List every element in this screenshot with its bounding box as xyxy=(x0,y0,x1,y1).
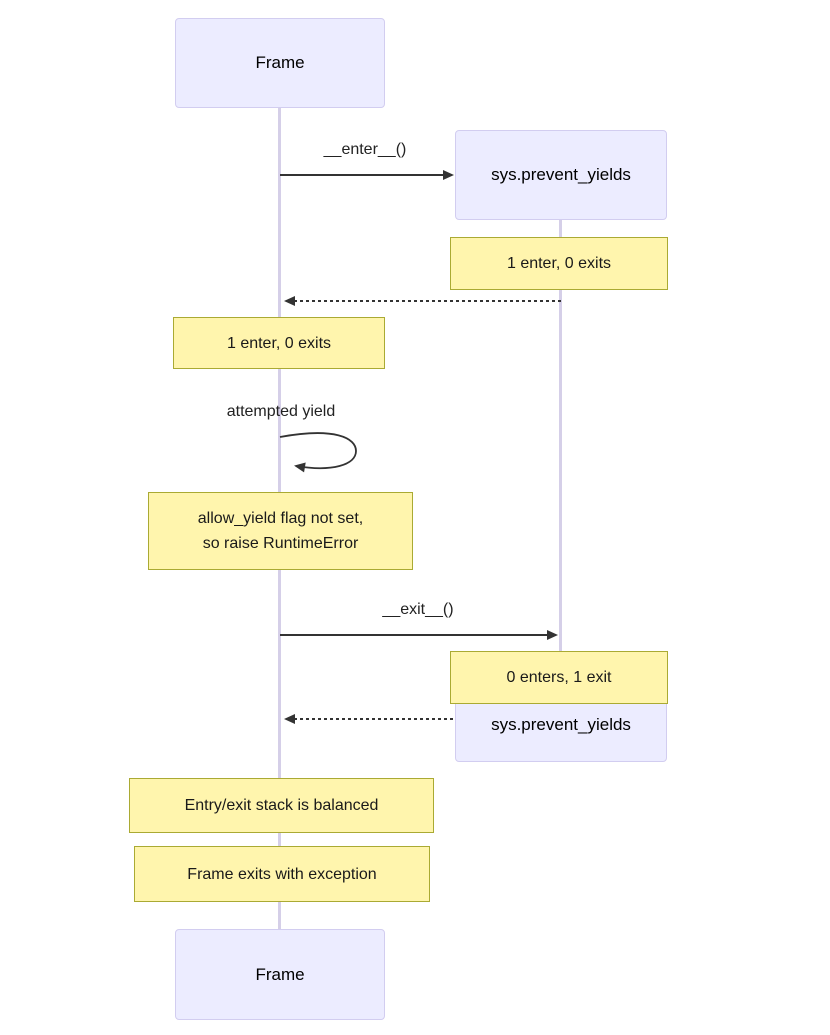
actor-sys-prevent-yields-top: sys.prevent_yields xyxy=(455,130,667,220)
actor-frame-top-label: Frame xyxy=(255,53,305,72)
note-left-balanced: Entry/exit stack is balanced xyxy=(129,778,434,833)
note-right-after-exit: 0 enters, 1 exit xyxy=(450,651,668,704)
message-label-exit: __exit__() xyxy=(382,601,454,618)
actor-frame-bottom: Frame xyxy=(175,929,385,1020)
actor-sys-bottom-label: sys.prevent_yields xyxy=(491,715,631,734)
actor-frame-top: Frame xyxy=(175,18,385,108)
self-loop-arrow xyxy=(279,432,357,473)
lifeline-sys-prevent-yields xyxy=(559,220,562,672)
message-label-enter: __enter__() xyxy=(323,141,407,158)
note-left-exception: Frame exits with exception xyxy=(134,846,430,902)
note-left-after-enter: 1 enter, 0 exits xyxy=(173,317,385,369)
actor-frame-bottom-label: Frame xyxy=(255,964,305,984)
message-label-self-loop: attempted yield xyxy=(226,403,336,420)
note-left-yield: allow_yield flag not set, so raise Runti… xyxy=(148,492,413,570)
note-right-after-enter: 1 enter, 0 exits xyxy=(450,237,668,290)
actor-sys-top-label: sys.prevent_yields xyxy=(491,165,631,184)
